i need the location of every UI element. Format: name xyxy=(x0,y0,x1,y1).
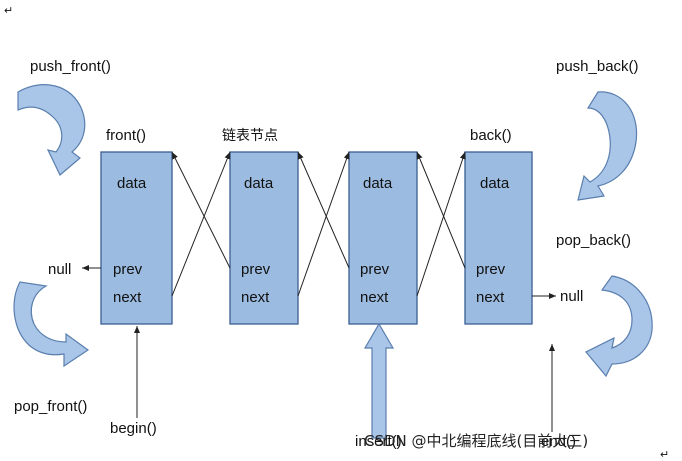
pop-front-curved-arrow xyxy=(13,281,90,368)
watermark: CSDN @中北编程底线(目前大三) xyxy=(364,432,588,450)
list-node-1: data prev next xyxy=(100,151,173,325)
end-label: end() xyxy=(541,433,576,450)
node-data-field: data xyxy=(363,175,393,192)
node-next-field: next xyxy=(241,289,270,306)
node-next-field: next xyxy=(360,289,389,306)
node-next-field: next xyxy=(113,289,142,306)
next-link-2-3 xyxy=(297,151,350,297)
begin-label: begin() xyxy=(110,420,157,437)
node-box xyxy=(348,151,418,325)
pop-front-label: pop_front() xyxy=(14,398,87,415)
list-node-4: data prev next xyxy=(464,151,533,325)
prev-link-4-3 xyxy=(416,151,466,269)
back-label: back() xyxy=(470,127,512,144)
prev-link-3-2 xyxy=(297,151,350,269)
push-front-label: push_front() xyxy=(30,58,111,75)
node-prev-field: prev xyxy=(476,261,506,278)
push-back-curved-arrow xyxy=(577,91,638,201)
node-box xyxy=(100,151,173,325)
insert-block-arrow xyxy=(363,322,395,439)
null-right-label: null xyxy=(560,288,583,305)
null-left-label: null xyxy=(48,261,71,278)
node-data-field: data xyxy=(480,175,510,192)
push-front-curved-arrow xyxy=(17,84,86,176)
node-caption: 链表节点 xyxy=(222,128,278,144)
node-box xyxy=(229,151,299,325)
front-label: front() xyxy=(106,127,146,144)
node-data-field: data xyxy=(244,175,274,192)
node-data-field: data xyxy=(117,175,147,192)
pop-back-label: pop_back() xyxy=(556,232,631,249)
push-back-label: push_back() xyxy=(556,58,639,75)
node-box xyxy=(464,151,533,325)
list-node-3: data prev next xyxy=(348,151,418,325)
next-link-3-4 xyxy=(416,151,466,297)
prev-link-2-1 xyxy=(171,151,231,269)
insert-label: insert() xyxy=(355,433,402,450)
pop-back-curved-arrow xyxy=(585,275,653,378)
node-prev-field: prev xyxy=(241,261,271,278)
corner-mark-bottom: ↵ xyxy=(660,449,669,461)
corner-mark-top: ↵ xyxy=(4,5,13,17)
list-node-2: data prev next xyxy=(229,151,299,325)
node-next-field: next xyxy=(476,289,505,306)
node-prev-field: prev xyxy=(113,261,143,278)
next-link-1-2 xyxy=(171,151,231,297)
node-prev-field: prev xyxy=(360,261,390,278)
